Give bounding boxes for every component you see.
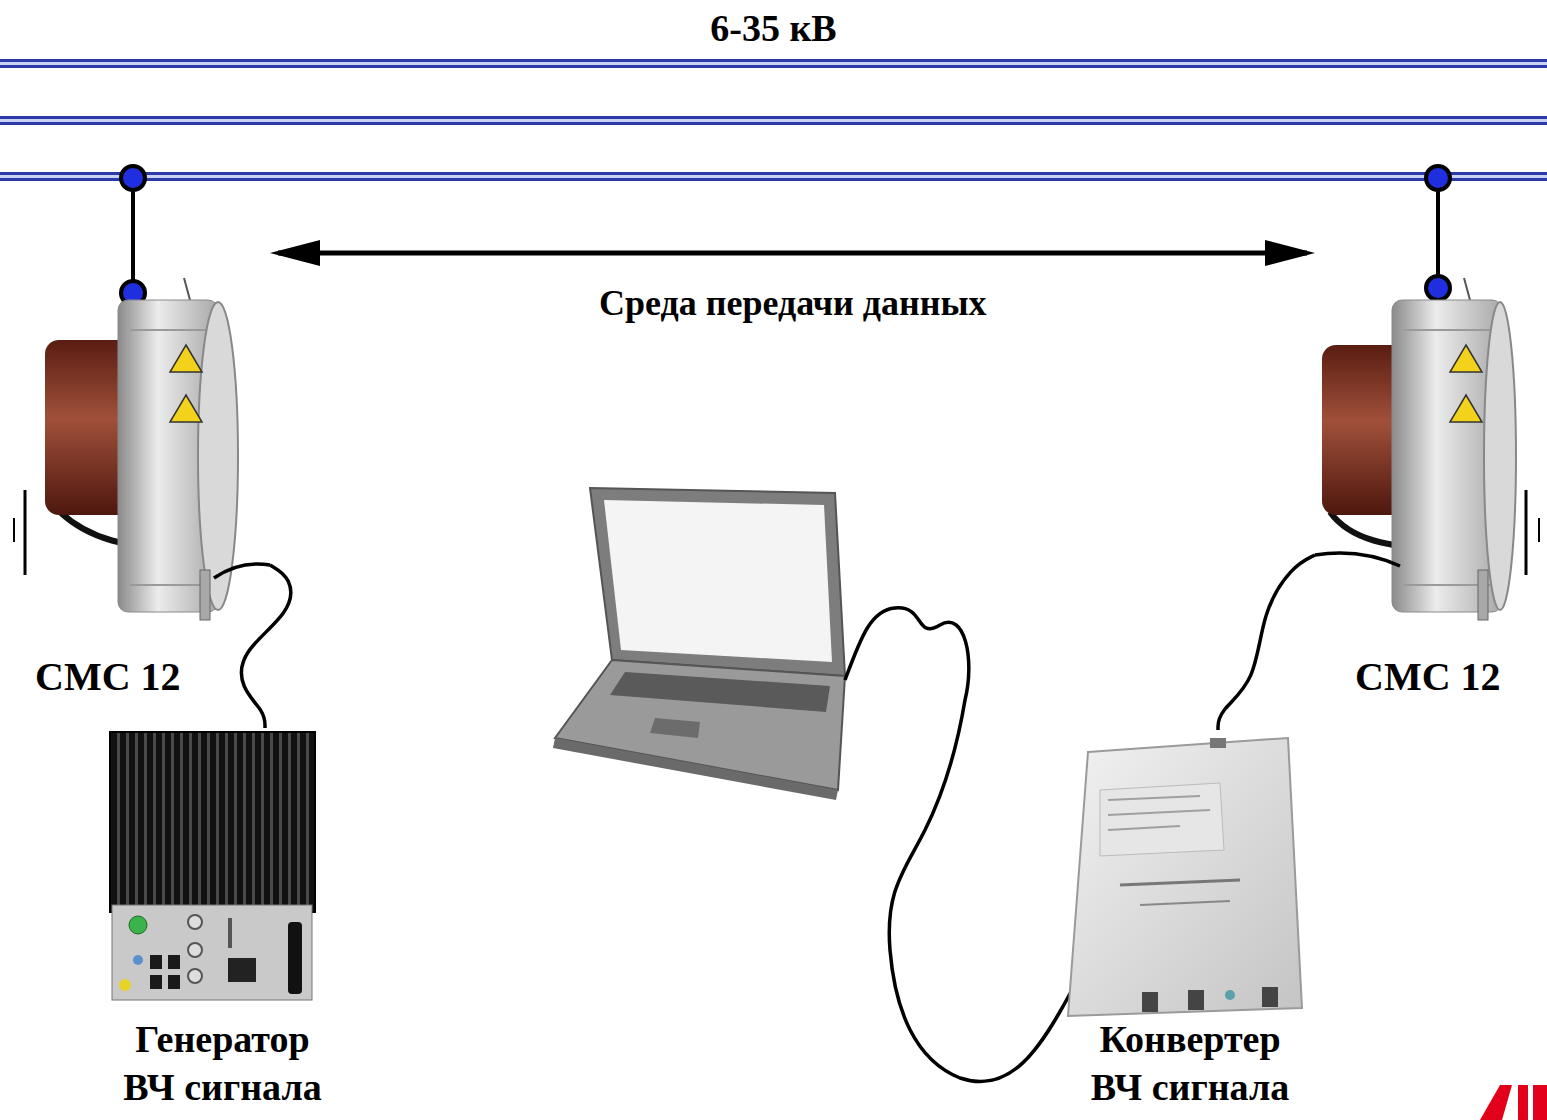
- generator-picture: [150, 975, 162, 989]
- generator-picture: [133, 955, 143, 965]
- converter-picture: [1210, 738, 1226, 748]
- sensor-picture: [170, 345, 202, 372]
- tap-connection: [1426, 166, 1450, 300]
- converter-picture: [1108, 810, 1210, 815]
- generator-picture: [168, 975, 180, 989]
- power-line: [0, 172, 1547, 175]
- power-line: [0, 59, 1547, 68]
- sensor-picture: [170, 395, 202, 422]
- generator-picture: [228, 958, 256, 982]
- power-line: [0, 116, 1547, 119]
- sensor-picture: [1315, 278, 1516, 620]
- converter-picture: [1100, 783, 1224, 856]
- converter-node: Конвертер ВЧ сигнала: [1040, 730, 1340, 1116]
- sensor-picture: [184, 278, 190, 300]
- sensor-picture: [1315, 553, 1400, 566]
- generator-picture: [110, 732, 315, 912]
- converter-picture: [1142, 992, 1158, 1012]
- ground-symbol: [1525, 490, 1528, 575]
- company-logo: [1480, 1085, 1547, 1120]
- power-line: [0, 62, 1547, 65]
- power-line: [0, 122, 1547, 125]
- power-line: [0, 59, 1547, 62]
- converter-picture: [1068, 738, 1302, 1016]
- tap-connection: [121, 166, 145, 305]
- laptop-picture: [590, 488, 845, 676]
- power-line: [0, 175, 1547, 178]
- generator-picture: [119, 979, 131, 991]
- edge-label: Среда передачи данных: [595, 283, 991, 324]
- sensor-picture: [1450, 345, 1482, 372]
- ground-symbol: [1526, 490, 1539, 575]
- generator-picture: [188, 915, 202, 929]
- sensor-picture: [1478, 570, 1488, 620]
- sensor-node: СМС 12: [1315, 240, 1540, 705]
- sensor-picture: [198, 302, 238, 610]
- generator-picture: [188, 943, 202, 957]
- device-label: СМС 12: [35, 655, 181, 699]
- generator-picture: [188, 969, 202, 983]
- generator-picture: [129, 916, 147, 934]
- laptop-picture: [650, 718, 700, 738]
- converter-picture: [1120, 880, 1240, 885]
- laptop-picture: [610, 672, 830, 712]
- double-arrow: [278, 251, 1307, 256]
- power-line: [0, 65, 1547, 68]
- power-line: [0, 119, 1547, 122]
- converter-picture: [1225, 990, 1235, 1000]
- diagram-title: 6-35 кВ: [0, 8, 1547, 50]
- sensor-picture: [130, 329, 210, 331]
- sensor-picture: [1450, 395, 1482, 422]
- ground-symbol: [1538, 518, 1540, 542]
- generator-picture: [110, 732, 315, 1000]
- converter-picture: [1068, 738, 1302, 1016]
- laptop-picture: [553, 488, 845, 800]
- ground-symbol: [24, 490, 27, 575]
- sensor-picture: [214, 564, 270, 578]
- tap-connection: [1426, 276, 1450, 300]
- tap-connection: [1426, 166, 1450, 190]
- company-logo: [1518, 1085, 1528, 1120]
- data-cable: [845, 608, 1072, 1082]
- signal-cable: [1218, 555, 1315, 730]
- tap-connection: [121, 166, 145, 190]
- sensor-picture: [130, 584, 210, 586]
- converter-picture: [1140, 901, 1230, 905]
- converter-picture: [1108, 826, 1180, 830]
- ground-symbol: [13, 518, 15, 542]
- generator-picture: [228, 918, 232, 948]
- generator-picture: [110, 732, 315, 912]
- power-line: [0, 178, 1547, 181]
- tap-connection: [131, 178, 135, 293]
- ground-symbol: [14, 490, 25, 575]
- company-logo: [1480, 1085, 1512, 1120]
- tap-connection: [1436, 178, 1440, 288]
- laptop-picture: [553, 738, 838, 800]
- converter-picture: [1262, 987, 1278, 1007]
- device-label: Генератор ВЧ сигнала: [115, 1015, 330, 1112]
- device-label: СМС 12: [1355, 655, 1501, 699]
- generator-node: Генератор ВЧ сигнала: [95, 728, 350, 1116]
- sensor-picture: [1464, 278, 1470, 300]
- generator-picture: [288, 922, 302, 994]
- sensor-node: СМС 12: [20, 240, 270, 705]
- signal-cable: [241, 565, 290, 728]
- converter-picture: [1108, 796, 1200, 800]
- generator-picture: [150, 955, 162, 969]
- device-label: Конвертер ВЧ сигнала: [1080, 1015, 1300, 1112]
- sensor-picture: [200, 570, 210, 620]
- power-line: [0, 116, 1547, 125]
- company-logo: [1533, 1085, 1547, 1120]
- sensor-picture: [1484, 302, 1516, 610]
- converter-picture: [1188, 990, 1204, 1010]
- generator-picture: [112, 905, 312, 1000]
- power-line: [0, 172, 1547, 181]
- sensor-picture: [45, 278, 270, 620]
- generator-picture: [168, 955, 180, 969]
- laptop-picture: [604, 500, 832, 662]
- sensor-picture: [1404, 329, 1494, 331]
